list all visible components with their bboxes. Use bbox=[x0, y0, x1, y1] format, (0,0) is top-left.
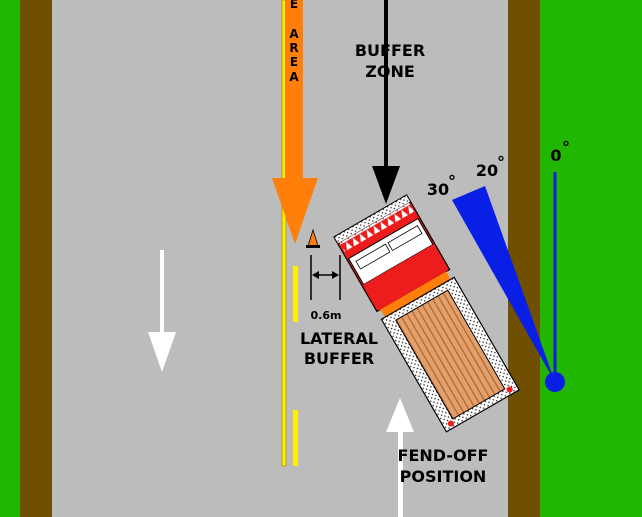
lateral-buffer-label-line1: LATERAL bbox=[300, 329, 378, 348]
lateral-buffer-dimension bbox=[310, 255, 341, 300]
dashed-lane-line bbox=[293, 266, 298, 466]
angle-label-30: 30 ° bbox=[427, 172, 456, 199]
work-area-letter: A bbox=[289, 27, 299, 41]
buffer-zone-label-line2: ZONE bbox=[365, 62, 415, 81]
fend-off-label-line1: FEND-OFF bbox=[398, 446, 489, 465]
svg-text:20: 20 bbox=[476, 161, 498, 180]
angle-label-0: 0 ° bbox=[550, 138, 570, 165]
work-area-arrow bbox=[272, 0, 318, 244]
left-verge bbox=[20, 0, 52, 517]
truck-icon bbox=[333, 194, 520, 433]
lateral-buffer-label-line2: BUFFER bbox=[304, 349, 374, 368]
traffic-cone-icon bbox=[306, 228, 320, 248]
angle-indicator bbox=[452, 172, 565, 392]
work-area-letter: A bbox=[289, 70, 299, 84]
work-area-letter: E bbox=[290, 55, 298, 69]
buffer-zone-label-line1: BUFFER bbox=[355, 41, 425, 60]
work-area-letter: E bbox=[290, 0, 298, 11]
solid-lane-line bbox=[281, 0, 287, 467]
traffic-direction-arrow bbox=[148, 250, 176, 372]
work-area-label: E A R E A bbox=[289, 0, 299, 84]
svg-text:°: ° bbox=[562, 138, 570, 157]
svg-text:°: ° bbox=[497, 153, 505, 172]
fend-off-arrow bbox=[386, 398, 414, 517]
fend-off-label-line2: POSITION bbox=[400, 467, 487, 486]
svg-text:0: 0 bbox=[550, 146, 561, 165]
svg-text:30: 30 bbox=[427, 180, 449, 199]
angle-label-20: 20 ° bbox=[476, 153, 505, 180]
distance-label: 0.6m bbox=[311, 309, 342, 322]
work-area-letter: R bbox=[289, 41, 298, 55]
svg-text:°: ° bbox=[448, 172, 456, 191]
buffer-zone-arrow bbox=[372, 0, 400, 204]
right-verge bbox=[508, 0, 540, 517]
